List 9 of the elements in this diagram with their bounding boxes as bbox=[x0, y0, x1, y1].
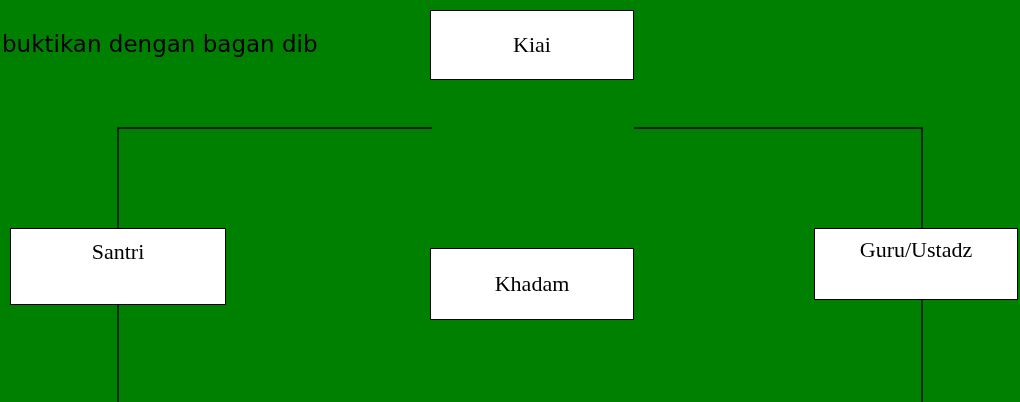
connector-line bbox=[633, 127, 923, 229]
connector-line bbox=[921, 299, 923, 402]
body-text: buktikan dengan bagan dib bbox=[2, 31, 318, 57]
connector-line bbox=[117, 127, 433, 229]
connector-line bbox=[117, 304, 119, 402]
org-box: Santri bbox=[10, 228, 226, 305]
org-box: Kiai bbox=[430, 10, 634, 80]
org-box: Guru/Ustadz bbox=[814, 228, 1018, 300]
org-box: Khadam bbox=[430, 248, 634, 320]
